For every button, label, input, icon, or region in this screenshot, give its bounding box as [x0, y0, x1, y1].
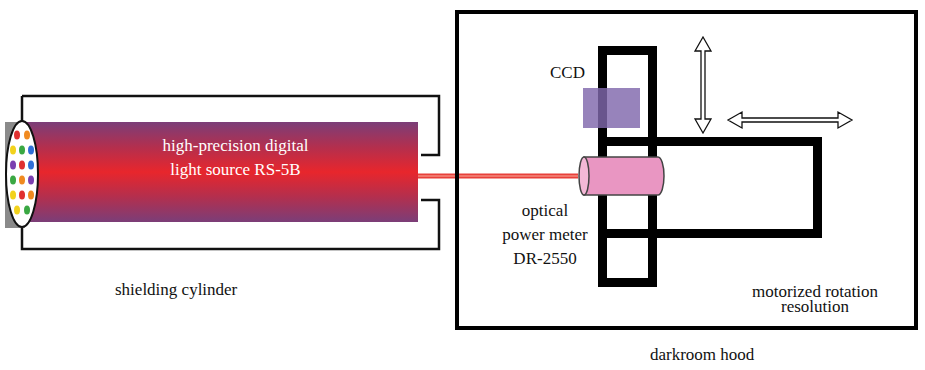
led-dot [19, 146, 25, 155]
led-disc [6, 121, 38, 227]
led-dot [10, 176, 16, 185]
led-dot [19, 161, 25, 170]
led-dot [28, 161, 34, 170]
led-dot [19, 191, 25, 200]
ccd-camera: CCD [583, 88, 640, 128]
optical-power-meter-outline [578, 155, 665, 197]
led-dot [28, 191, 34, 200]
light-beam [418, 174, 578, 179]
vertical-motion-arrow [695, 37, 711, 133]
node-label: shielding cylinder [115, 278, 285, 302]
led-dot [28, 146, 34, 155]
node-label: motorized rotation resolution [730, 284, 900, 314]
light-source: high-precision digital light source RS-5… [15, 122, 418, 222]
led-array [3, 117, 43, 231]
led-dot [10, 161, 16, 170]
led-dot [19, 176, 25, 185]
horizontal-motion-arrow [728, 112, 852, 128]
beam-core [418, 175, 578, 177]
led-dot [10, 191, 16, 200]
led-dot [10, 146, 16, 155]
node-label: high-precision digital light source RS-5… [148, 134, 323, 182]
darkroom-hood: CCD optical power meter DR-2550 motorized … [455, 10, 918, 330]
node-label: CCD [550, 61, 594, 85]
led-dot [24, 206, 30, 215]
optical-power-meter: optical power meter DR-2550 [578, 155, 665, 197]
led-dot [28, 176, 34, 185]
led-dot [24, 131, 30, 140]
node-label: optical power meter DR-2550 [500, 199, 590, 271]
meter-body [584, 157, 664, 195]
horizontal-slide [603, 142, 818, 234]
shielding-cylinder: high-precision digital light source RS-5… [5, 95, 440, 250]
led-dot [14, 206, 20, 215]
cylinder-outline [22, 96, 439, 249]
vertical-slide [603, 51, 653, 283]
node-label: darkroom hood [650, 343, 800, 367]
led-dot [14, 131, 20, 140]
meter-face [579, 157, 589, 195]
